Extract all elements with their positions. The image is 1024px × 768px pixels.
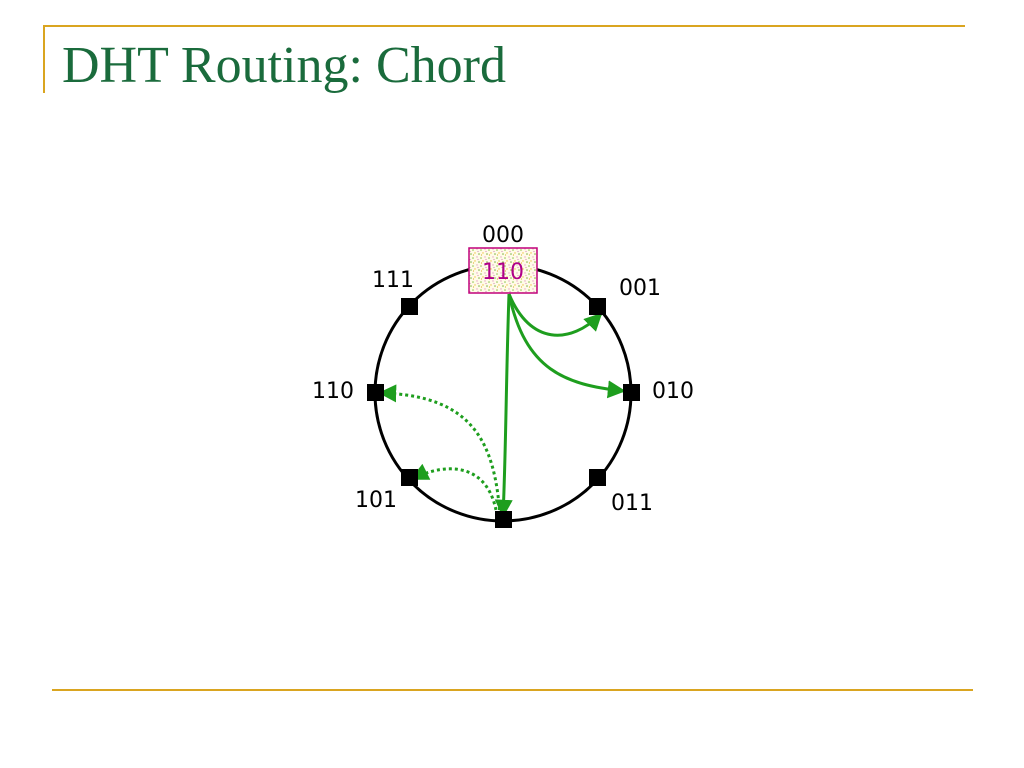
ring-label-110: 110 (312, 379, 354, 404)
node-010 (623, 384, 640, 401)
ring-label-000: 000 (482, 223, 524, 248)
lookup-key-label: 110 (482, 260, 524, 285)
node-101 (401, 469, 418, 486)
ring-label-010: 010 (652, 379, 694, 404)
finger-route-001 (507, 293, 603, 337)
node-001 (589, 298, 606, 315)
ring-label-001: 001 (619, 276, 661, 301)
slide-title: DHT Routing: Chord (62, 37, 506, 94)
bottom-accent-line (52, 689, 973, 691)
hop-route-110 (378, 384, 502, 517)
finger-route-100 (494, 293, 513, 518)
finger-route-010 (507, 293, 626, 399)
node-100 (495, 511, 512, 528)
ring-label-111: 111 (372, 268, 414, 293)
top-accent-line (43, 25, 965, 27)
node-111 (401, 298, 418, 315)
ring-label-101: 101 (355, 488, 397, 513)
node-110 (367, 384, 384, 401)
lookup-key-box (468, 247, 538, 294)
ring-label-011: 011 (611, 491, 653, 516)
node-011 (589, 469, 606, 486)
left-accent-line (43, 25, 45, 93)
